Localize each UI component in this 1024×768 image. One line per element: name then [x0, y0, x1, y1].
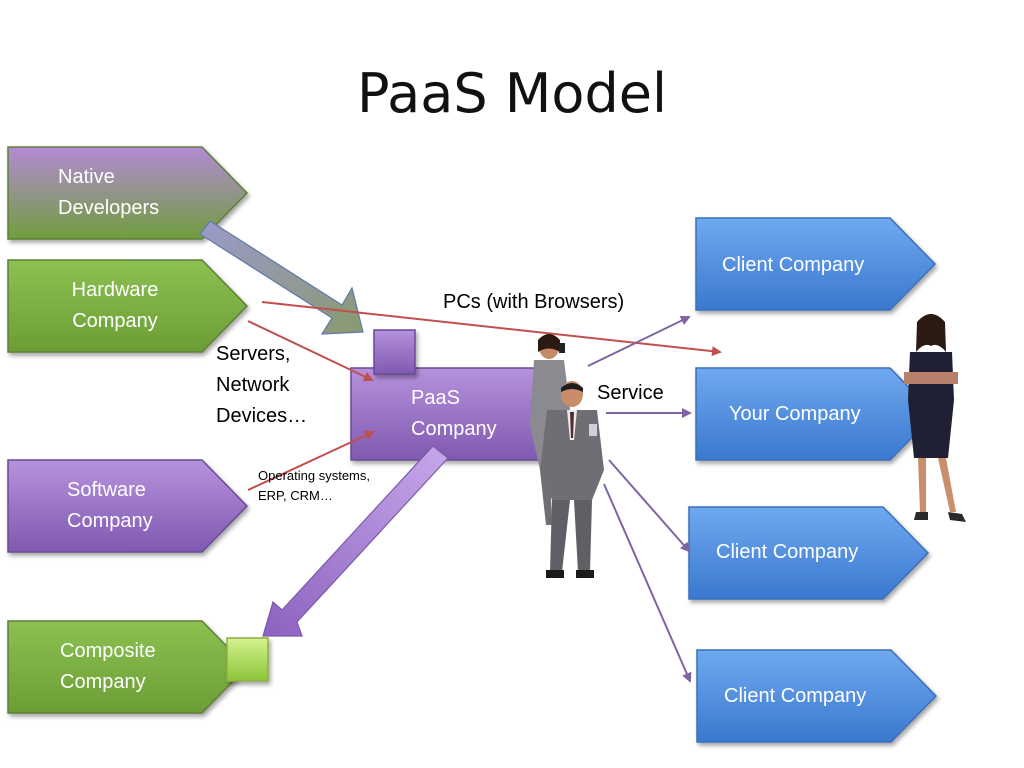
native-to-paas-arrow — [199, 220, 364, 335]
native-developers-label: Native Developers — [58, 166, 160, 219]
pcs-to-client-arrow — [261, 301, 722, 357]
composite-company-label: Composite Company — [60, 640, 156, 693]
businesswoman-arms-crossed-icon — [904, 314, 966, 522]
service-arrow-client-1 — [587, 315, 691, 367]
hardware-company-box — [7, 259, 249, 353]
software-company-box — [7, 459, 249, 553]
businessman-phone-icon — [540, 381, 604, 578]
native-developers-box — [7, 146, 249, 240]
client-company-box-1 — [695, 217, 937, 311]
client-company-box-3 — [696, 649, 938, 743]
composite-small-square — [226, 637, 269, 682]
servers-label: Servers, Network Devices… — [216, 343, 308, 427]
your-company-label: Your Company — [729, 403, 861, 425]
paas-small-square — [373, 329, 416, 375]
hardware-company-label: Hardware Company — [71, 279, 159, 332]
client-company-box-2 — [688, 506, 930, 600]
paas-company-box — [350, 367, 548, 461]
service-arrow-client-3 — [603, 483, 692, 683]
service-label: Service — [597, 382, 664, 404]
client-company-label-1: Client Company — [722, 254, 865, 276]
slide-title: PaaS Model — [357, 62, 667, 125]
pcs-with-browsers-label: PCs (with Browsers) — [443, 291, 625, 313]
client-company-label-2: Client Company — [716, 541, 859, 563]
paas-to-composite-arrow — [262, 445, 449, 637]
software-to-paas-arrow — [247, 430, 375, 491]
hardware-to-paas-arrow — [247, 320, 374, 382]
software-company-label: Software Company — [67, 479, 153, 532]
operating-systems-label: Operating systems, ERP, CRM… — [258, 468, 370, 503]
paas-company-label: PaaS Company — [411, 387, 497, 440]
composite-company-box — [7, 620, 249, 714]
service-arrow-client-2 — [608, 459, 691, 553]
client-company-label-3: Client Company — [724, 685, 867, 707]
